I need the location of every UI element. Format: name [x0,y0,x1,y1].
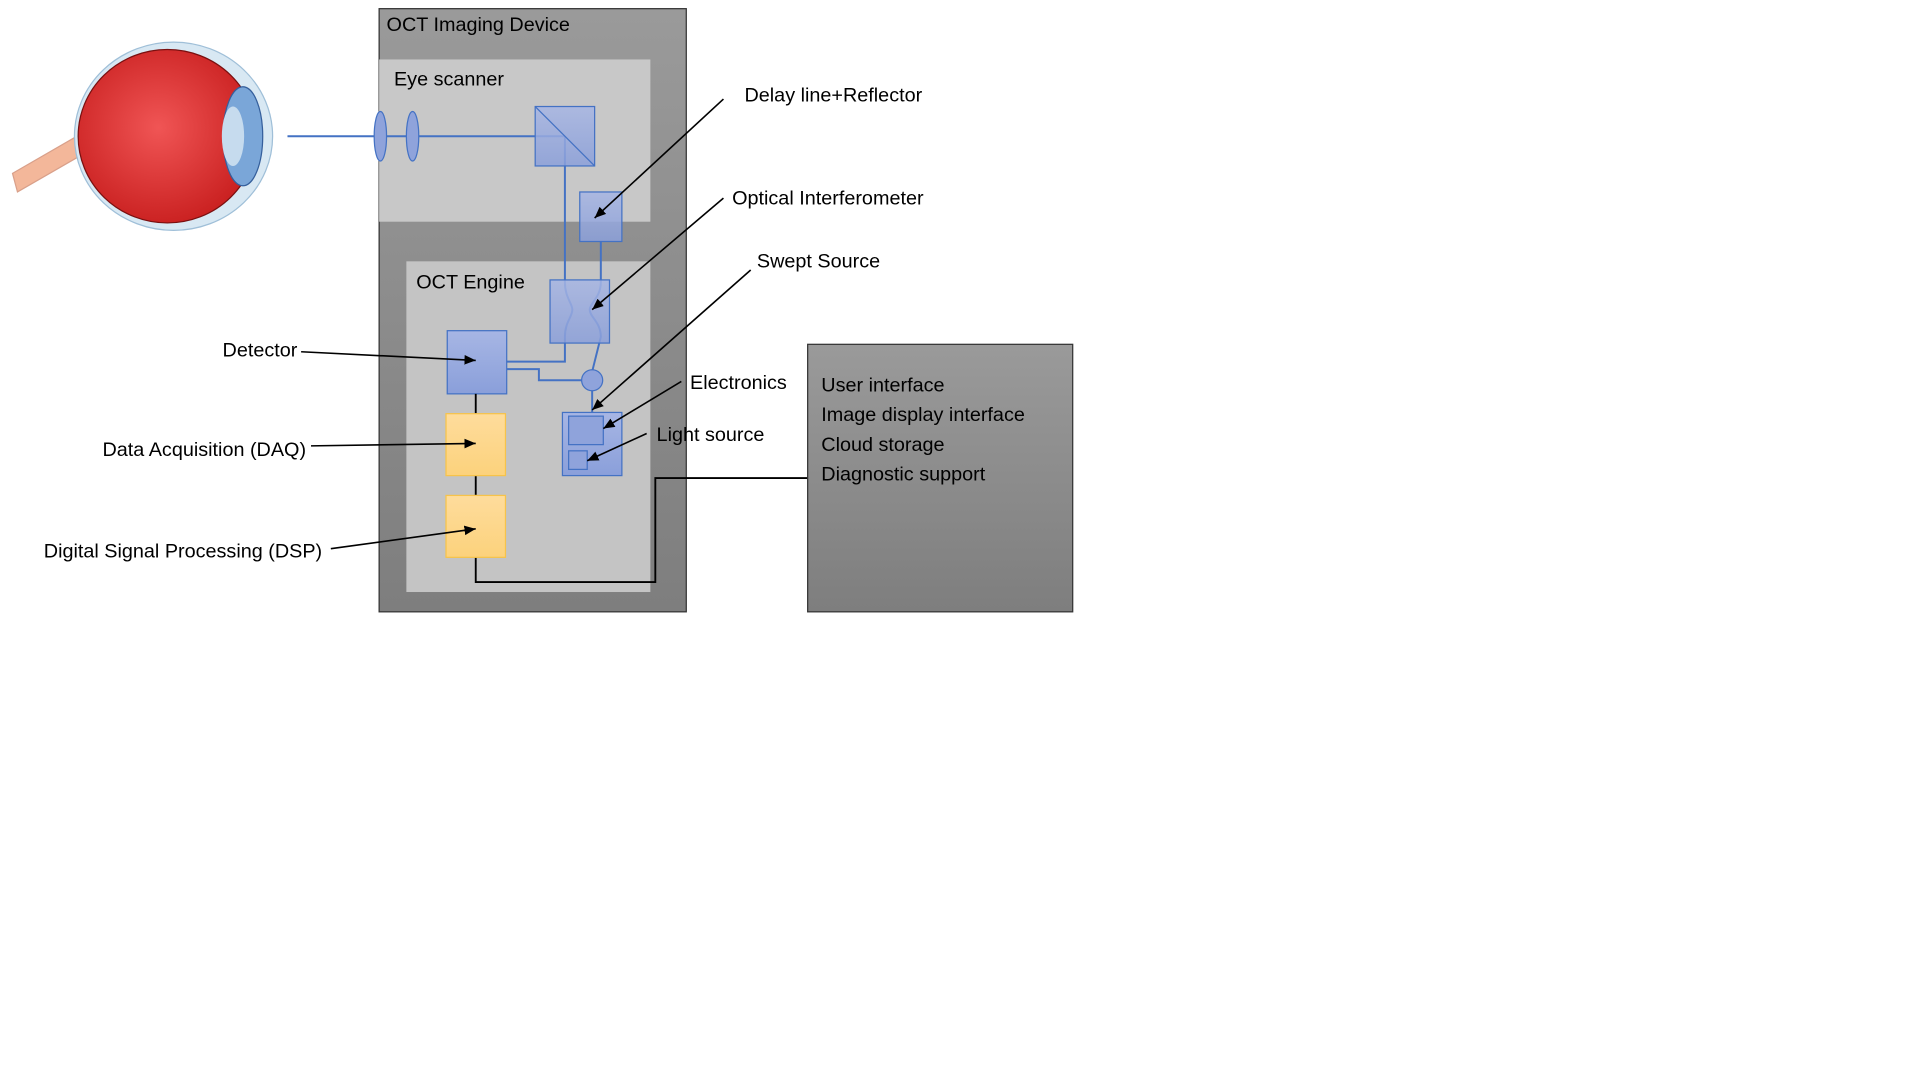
signal-wires [474,393,808,584]
label-electronics: Electronics [690,372,787,394]
dsp-block [445,494,507,558]
interface-item: Image display interface [821,404,1025,426]
light-source-block [568,450,588,471]
electronics-block [568,415,604,446]
oct-engine-title: OCT Engine [416,272,525,294]
eye-scanner-title: Eye scanner [394,68,504,90]
eye-illustration [11,41,274,231]
label-interferometer: Optical Interferometer [732,187,924,209]
label-light-source: Light source [657,424,765,446]
beam-splitter-diagonal [534,106,596,167]
optical-interferometer [549,279,611,344]
lens-icon [373,110,388,162]
daq-block [445,413,507,477]
label-swept-source: Swept Source [757,251,880,273]
label-dsp: Digital Signal Processing (DSP) [44,540,322,562]
user-interface-box [807,343,1074,613]
coupler-icon [581,369,604,392]
label-detector: Detector [223,340,298,362]
detector-block [446,330,508,395]
callout-arrows [301,98,752,550]
device-title: OCT Imaging Device [387,14,570,36]
lens-icon [405,110,420,162]
interface-item: Cloud storage [821,434,944,456]
label-delay-line: Delay line+Reflector [744,85,922,107]
interface-item: User interface [821,374,944,396]
interface-item: Diagnostic support [821,464,985,486]
label-daq: Data Acquisition (DAQ) [103,439,307,461]
